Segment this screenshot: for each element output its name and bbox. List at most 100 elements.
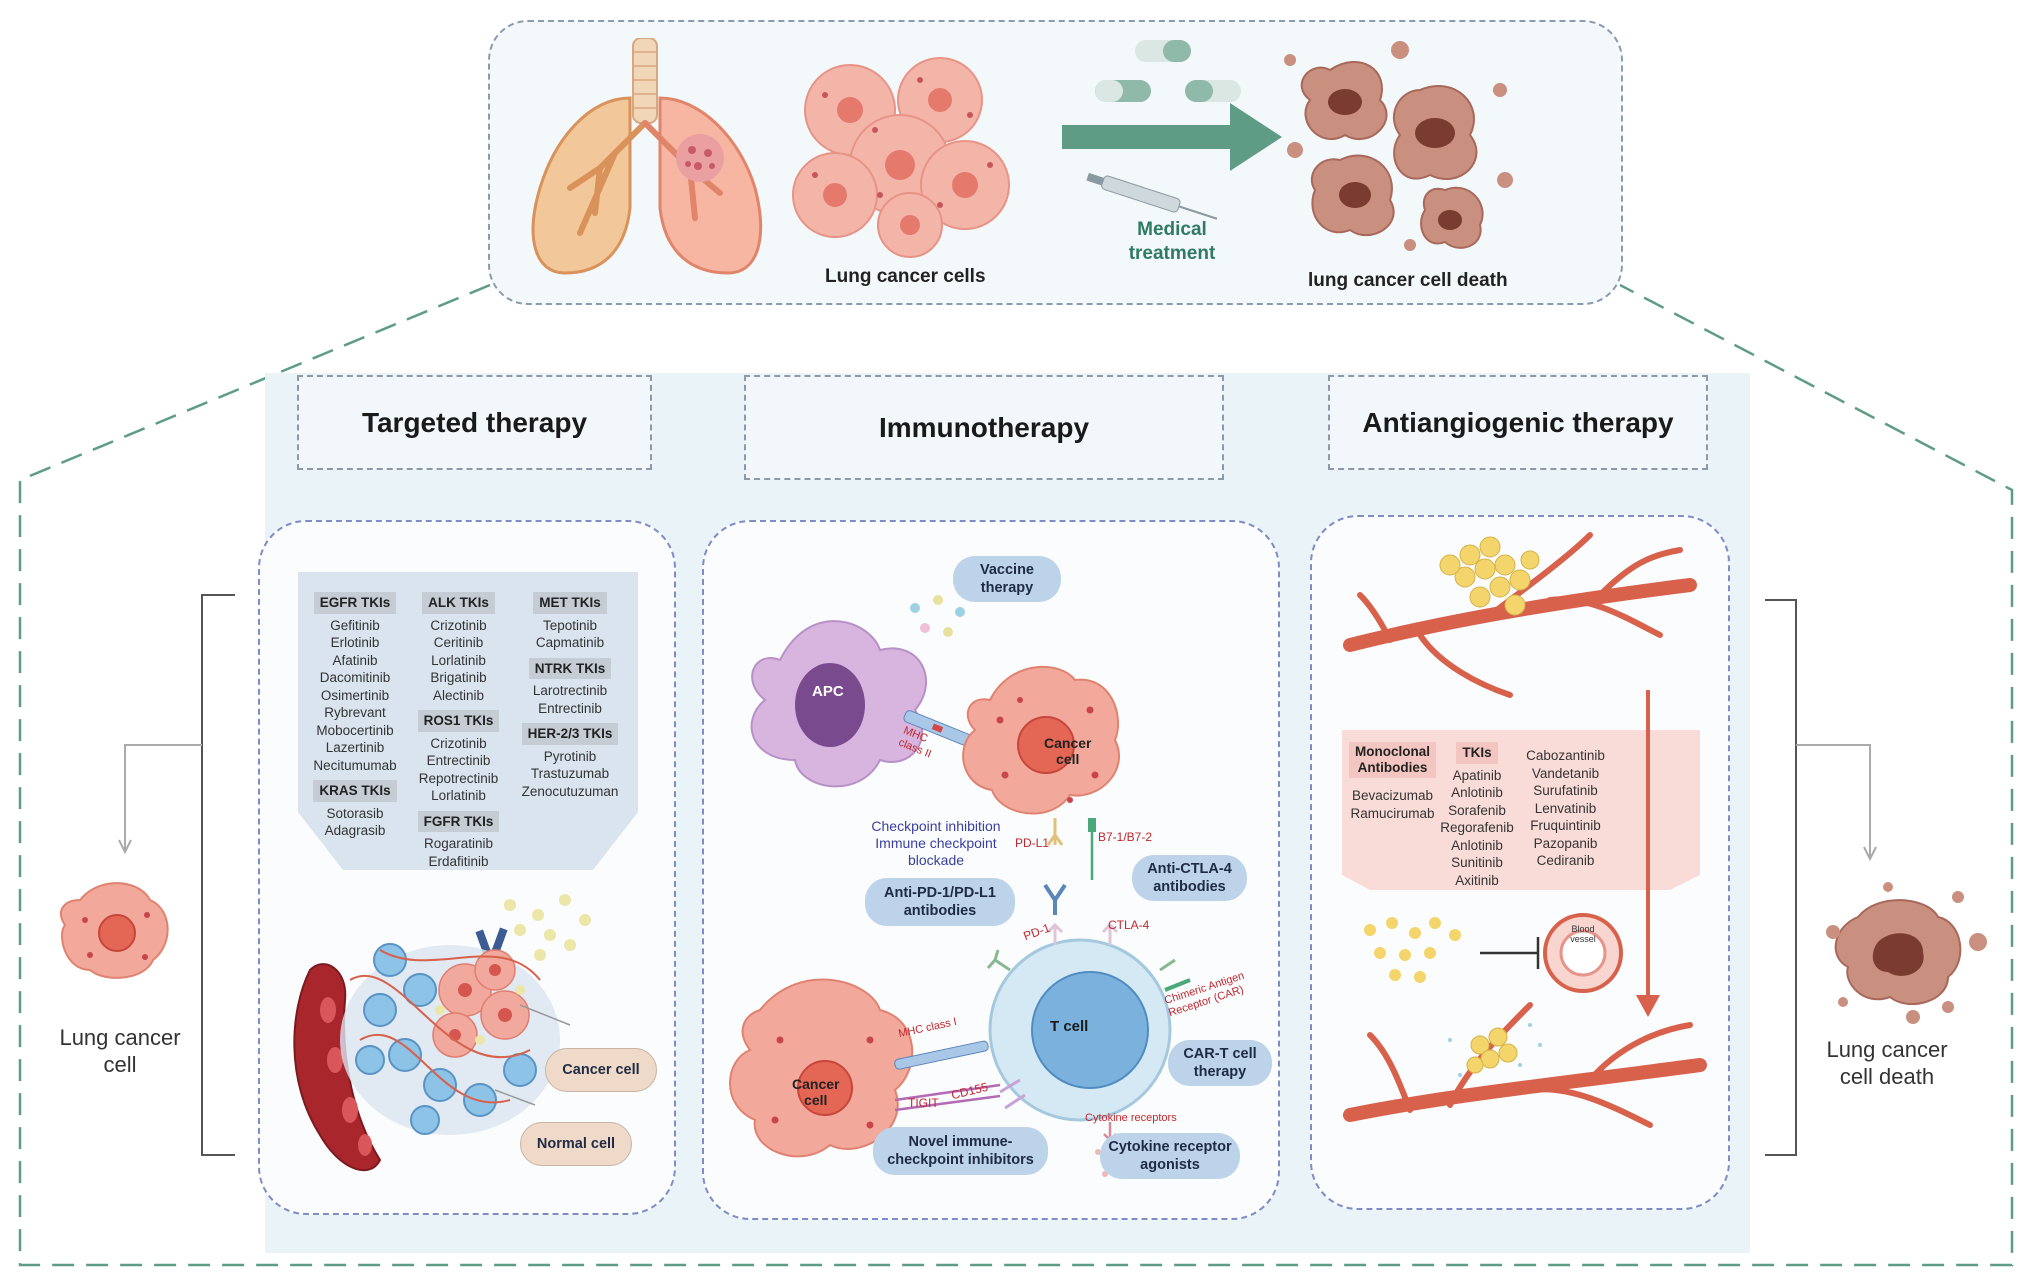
monoclonal-heading: Monoclonal Antibodies (1349, 742, 1436, 778)
drug-name: Erlotinib (330, 635, 380, 650)
drug-class-heading: MET TKIs (533, 592, 607, 614)
drug-name: Lazertinib (325, 740, 385, 755)
drug-name: Capmatinib (535, 635, 605, 650)
drug-name: Surufatinib (1533, 783, 1598, 798)
kras-group: KRAS TKIs Sotorasib Adagrasib (305, 780, 405, 840)
pd-l1-label: PD-L1 (1015, 836, 1050, 850)
drug-name: Rybrevant (324, 705, 386, 720)
drug-name: Anlotinib (1451, 837, 1503, 853)
immunotherapy-title: Immunotherapy (744, 375, 1224, 480)
targeted-therapy-title: Targeted therapy (297, 375, 652, 470)
drug-name: Larotrectinib (532, 683, 608, 698)
drug-name: Fruquintinib (1530, 818, 1601, 833)
alk-ros1-fgfr-column: ALK TKIs Crizotinib Ceritinib Lorlatinib… (406, 592, 511, 870)
drug-name: Brigatinib (430, 670, 487, 685)
egfr-group: EGFR TKIs Gefitinib Erlotinib Afatinib D… (305, 592, 405, 774)
drug-name: Osimertinib (320, 687, 390, 703)
drug-name: Sotorasib (326, 805, 384, 821)
drug-name: Ramucirumab (1350, 805, 1435, 821)
lower-cancer-cell-label: Cancer cell (792, 1076, 840, 1108)
apc-label: APC (812, 683, 844, 700)
right-dying-cell (1826, 882, 1987, 1024)
drug-class-heading: EGFR TKIs (313, 592, 397, 614)
drug-name: Alectinib (432, 687, 485, 703)
normal-cell-tag: Normal cell (520, 1122, 632, 1166)
her-group: HER-2/3 TKIs Pyrotinib Trastuzumab Zenoc… (510, 723, 630, 800)
right-bracket (1765, 599, 1877, 1156)
tumor-vessel-illustration (293, 894, 591, 1172)
drug-name: Crizotinib (430, 735, 487, 751)
novel-checkpoint-pill: Novel immune- checkpoint inhibitors (873, 1127, 1048, 1175)
monoclonal-antibodies-column: Monoclonal Antibodies Bevacizumab Ramuci… (1340, 742, 1445, 822)
ctla-4-label: CTLA-4 (1108, 918, 1150, 932)
drug-name: Entrectinib (538, 700, 602, 716)
drug-name: Lenvatinib (1534, 800, 1597, 816)
drug-name: Cabozantinib (1526, 748, 1605, 763)
alk-group: ALK TKIs Crizotinib Ceritinib Lorlatinib… (406, 592, 511, 704)
upper-cancer-cell-label: Cancer cell (1044, 735, 1092, 767)
drug-name: Pazopanib (1533, 835, 1598, 851)
drug-class-heading: KRAS TKIs (313, 780, 397, 802)
fgfr-group: FGFR TKIs Rogaratinib Erdafitinib (406, 810, 511, 871)
dying-cells-cluster (1284, 41, 1513, 251)
ntrk-group: NTRK TKIs Larotrectinib Entrectinib (510, 657, 630, 718)
drug-name: Regorafenib (1440, 820, 1514, 835)
treatment-arrow-group (1062, 40, 1282, 220)
drug-name: Adagrasib (324, 823, 386, 838)
tki-heading: TKIs (1456, 742, 1498, 764)
blood-vessel-label: Blood vessel (1570, 924, 1596, 944)
checkpoint-inhibition-text: Checkpoint inhibition Immune checkpoint … (871, 818, 1001, 868)
drug-name: Sorafenib (1448, 802, 1506, 818)
tki-column-1: TKIs Apatinib Anlotinib Sorafenib Regora… (1437, 742, 1517, 889)
car-t-pill: CAR-T cell therapy (1168, 1040, 1272, 1086)
drug-name: Bevacizumab (1351, 788, 1434, 803)
drug-name: Cediranib (1536, 853, 1595, 868)
drug-name: Gefitinib (330, 617, 380, 633)
left-cancer-cell (60, 882, 169, 979)
drug-name: Axitinib (1455, 872, 1499, 888)
drug-name: Mobocertinib (316, 722, 394, 738)
drug-class-heading: HER-2/3 TKIs (521, 723, 619, 745)
cytokine-agonists-pill: Cytokine receptor agonists (1100, 1133, 1240, 1179)
drug-name: Zenocutuzuman (521, 783, 619, 799)
drug-class-heading: ALK TKIs (422, 592, 495, 614)
drug-name: Lorlatinib (431, 652, 486, 668)
anti-ctla4-pill: Anti-CTLA-4 antibodies (1132, 855, 1247, 901)
antiangiogenic-therapy-title: Antiangiogenic therapy (1328, 375, 1708, 470)
drug-name: Entrectinib (426, 753, 491, 768)
tki-column-2: Cabozantinib Vandetanib Surufatinib Lenv… (1518, 747, 1613, 870)
medical-treatment-label: Medical treatment (1128, 219, 1216, 264)
vaccine-therapy-tag: Vaccine therapy (953, 556, 1061, 602)
drug-name: Tepotinib (542, 617, 598, 633)
drug-name: Trastuzumab (530, 766, 610, 781)
drug-name: Anlotinib (1451, 785, 1503, 800)
tigit-label: TIGIT (908, 1096, 939, 1110)
drug-name: Ceritinib (433, 635, 484, 650)
drug-class-heading: NTRK TKIs (528, 657, 612, 679)
right-side-label: Lung cancer cell death (1826, 1037, 1948, 1089)
anti-pd1-pill: Anti-PD-1/PD-L1 antibodies (865, 878, 1015, 926)
b7-label: B7-1/B7-2 (1098, 830, 1153, 844)
drug-name: Lorlatinib (431, 788, 486, 803)
drug-class-heading: ROS1 TKIs (417, 710, 500, 732)
t-cell-label: T cell (1050, 1018, 1089, 1035)
drug-name: Apatinib (1452, 767, 1502, 783)
drug-name: Erdafitinib (428, 853, 489, 869)
met-group: MET TKIs Tepotinib Capmatinib (510, 592, 630, 652)
drug-name: Afatinib (332, 652, 378, 668)
left-side-label: Lung cancer cell (59, 1025, 181, 1077)
cancer-cell-tag: Cancer cell (545, 1048, 657, 1092)
ros1-group: ROS1 TKIs Crizotinib Entrectinib Repotre… (406, 710, 511, 805)
left-bracket (118, 594, 235, 1156)
drug-name: Necitumumab (313, 757, 397, 773)
drug-class-heading: FGFR TKIs (417, 810, 500, 832)
drug-name: Rogaratinib (423, 836, 494, 851)
cell-death-label: lung cancer cell death (1308, 270, 1508, 291)
drug-name: Repotrectinib (418, 770, 499, 786)
cytokine-receptors-label: Cytokine receptors (1085, 1112, 1177, 1124)
cancer-cells-cluster (792, 57, 1010, 258)
met-ntrk-her-column: MET TKIs Tepotinib Capmatinib NTRK TKIs … (510, 592, 630, 800)
drug-name: Crizotinib (430, 617, 487, 633)
drug-name: Pyrotinib (543, 748, 597, 764)
